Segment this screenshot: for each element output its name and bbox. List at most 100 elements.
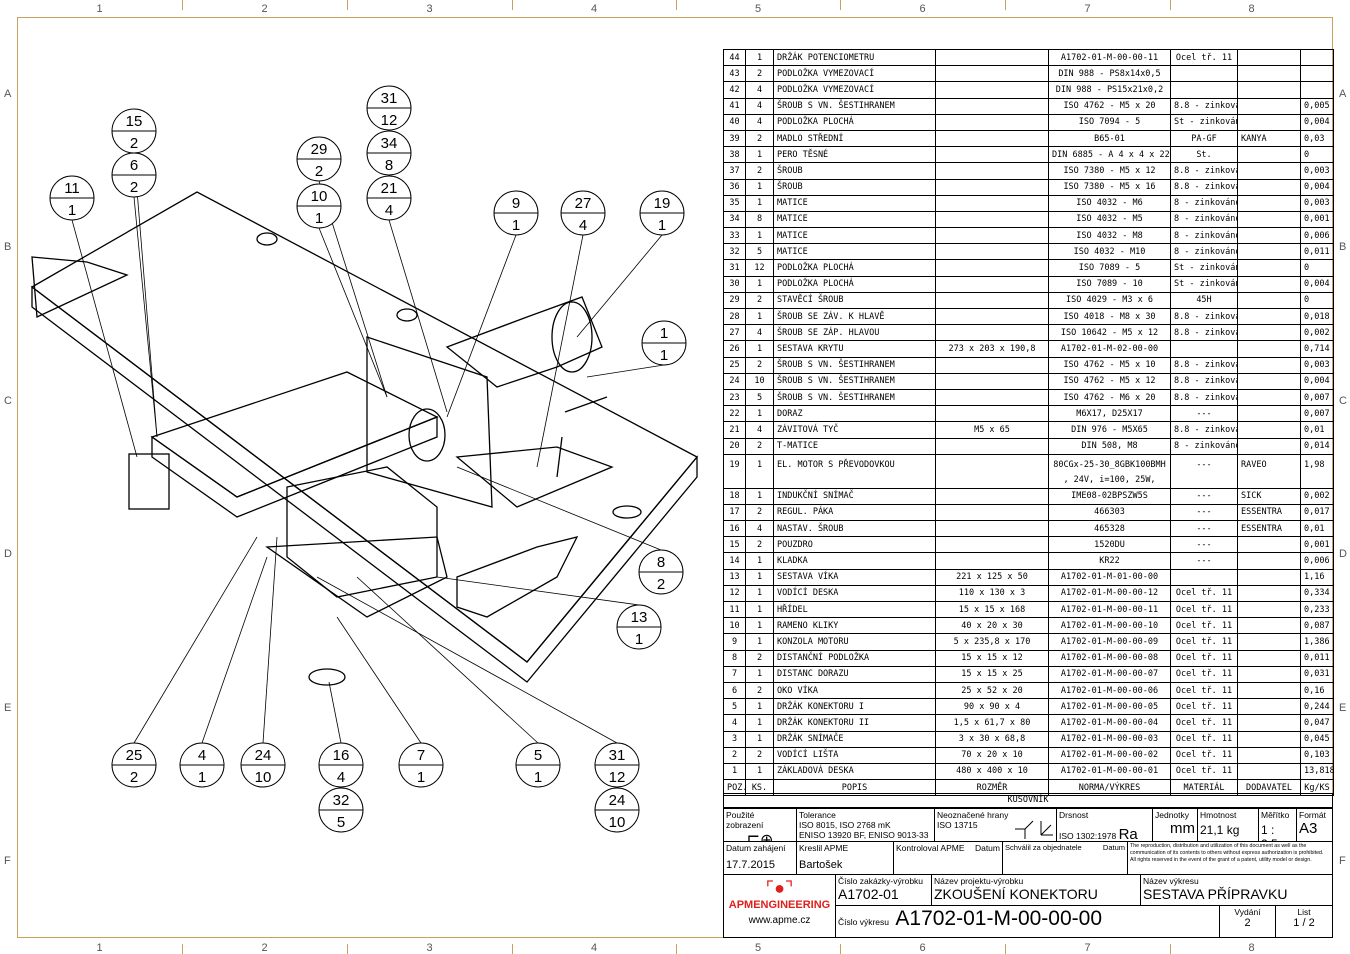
parts-cell: ISO 7094 - 5 <box>1048 113 1171 131</box>
parts-cell: 1 <box>745 340 774 358</box>
parts-cell: 0,018 <box>1300 307 1334 326</box>
zone-tick <box>182 0 183 10</box>
item-balloon: 51 <box>515 742 561 788</box>
parts-cell <box>935 48 1049 67</box>
projection-cell: Použité zobrazení ⊏⊕ <box>723 808 797 842</box>
balloon-quantity: 12 <box>381 112 398 129</box>
parts-cell <box>935 453 1049 489</box>
parts-cell: 3 <box>723 730 746 748</box>
parts-cell: St - zinkováno <box>1170 275 1238 293</box>
parts-cell: 24 <box>723 372 746 390</box>
balloon-item-number: 31 <box>381 90 398 107</box>
parts-cell: PODLOŽKA PLOCHÁ <box>773 259 936 277</box>
approved-label: Schválil za objednatele <box>1005 843 1082 852</box>
parts-cell: MATICE <box>773 194 936 212</box>
zone-row-label: B <box>1339 241 1347 253</box>
parts-cell: 1,386 <box>1300 633 1334 651</box>
parts-cell <box>1237 48 1301 67</box>
parts-cell: A1702-01-M-00-00-11 <box>1048 600 1171 619</box>
balloon-quantity: 1 <box>534 769 542 786</box>
parts-cell <box>1237 113 1301 131</box>
parts-cell: 11 <box>723 600 746 619</box>
parts-cell: 1 <box>723 762 746 781</box>
parts-cell: ŠROUB SE ZÁV. K HLAVĚ <box>773 307 936 326</box>
parts-cell <box>1237 437 1301 455</box>
parts-cell: 34 <box>723 210 746 229</box>
parts-cell: 15 x 15 x 168 <box>935 600 1049 619</box>
balloon-quantity: 4 <box>337 769 345 786</box>
roughness-unit: Ra <box>1118 826 1138 842</box>
balloon-quantity: 1 <box>417 769 425 786</box>
sheet-label: List <box>1297 907 1311 917</box>
parts-cell: 110 x 130 x 3 <box>935 584 1049 603</box>
parts-cell <box>1237 552 1301 570</box>
balloon-item-number: 25 <box>126 747 143 764</box>
parts-cell <box>1237 421 1301 439</box>
parts-cell: St. <box>1170 146 1238 164</box>
balloon-item-number: 5 <box>534 747 542 764</box>
balloon-item-number: 27 <box>575 195 592 212</box>
zone-tick <box>1005 0 1006 10</box>
parts-cell: 1 <box>745 552 774 570</box>
leader-line <box>316 576 618 744</box>
parts-cell: 8 <box>723 649 746 667</box>
parts-cell <box>1237 698 1301 716</box>
parts-cell: 0,03 <box>1300 129 1334 148</box>
parts-cell: M5 x 65 <box>935 421 1049 439</box>
parts-cell: 0,087 <box>1300 617 1334 635</box>
parts-cell: SICK <box>1237 487 1301 505</box>
zone-column-label: 2 <box>261 942 268 954</box>
parts-cell: 2 <box>745 536 774 554</box>
parts-cell <box>1237 356 1301 374</box>
parts-cell: KLADKA <box>773 552 936 570</box>
parts-cell: 4 <box>745 324 774 342</box>
leader-line <box>456 466 662 551</box>
parts-cell: 1 <box>745 730 774 748</box>
parts-cell: DIN 988 - PS15x21x0,2 <box>1048 81 1171 99</box>
balloon-item-number: 10 <box>311 188 328 205</box>
parts-cell: A1702-01-M-00-00-03 <box>1048 730 1171 748</box>
parts-cell: 8.8 - zinkováno <box>1170 162 1238 180</box>
balloon-item-number: 1 <box>660 325 668 342</box>
parts-cell: NASTAV. ŠROUB <box>773 520 936 538</box>
zone-tick <box>840 0 841 10</box>
parts-cell: ISO 4032 - M6 <box>1048 194 1171 212</box>
parts-cell <box>1237 584 1301 603</box>
parts-cell: 0,031 <box>1300 665 1334 683</box>
parts-cell: ISO 4762 - M6 x 20 <box>1048 388 1171 407</box>
parts-cell: 8.8 - zinkováno <box>1170 356 1238 374</box>
parts-cell: 0,01 <box>1300 421 1334 439</box>
parts-cell: ŠROUB S VN. ŠESTIHRANEM <box>773 356 936 374</box>
assembly-outline <box>30 191 699 686</box>
scale-value: 1 : 2,5 <box>1261 823 1278 841</box>
parts-cell: 1 <box>745 178 774 196</box>
parts-cell <box>935 129 1049 148</box>
balloon-quantity: 8 <box>385 157 393 174</box>
parts-cell: 23 <box>723 388 746 407</box>
revision-value: 2 <box>1244 917 1251 929</box>
drawing-name-cell: Název výkresu SESTAVA PŘÍPRAVKU <box>1140 874 1333 906</box>
zone-row-label: F <box>4 855 11 867</box>
start-date-cell: Datum zahájení 17.7.2015 <box>723 841 797 875</box>
parts-cell: 2 <box>723 746 746 764</box>
leader-line <box>71 219 138 458</box>
parts-cell: 8.8 - zinkováno <box>1170 324 1238 342</box>
zone-column-label: 3 <box>426 3 433 15</box>
parts-cell: 8 - zinkováno <box>1170 437 1238 455</box>
parts-cell <box>935 194 1049 212</box>
parts-cell: SESTAVA VÍKA <box>773 568 936 586</box>
zone-column-label: 7 <box>1084 3 1091 15</box>
parts-cell: 0,002 <box>1300 324 1334 342</box>
zone-column-label: 5 <box>755 942 762 954</box>
parts-cell: 5 <box>745 243 774 261</box>
parts-cell: 0,001 <box>1300 210 1334 229</box>
